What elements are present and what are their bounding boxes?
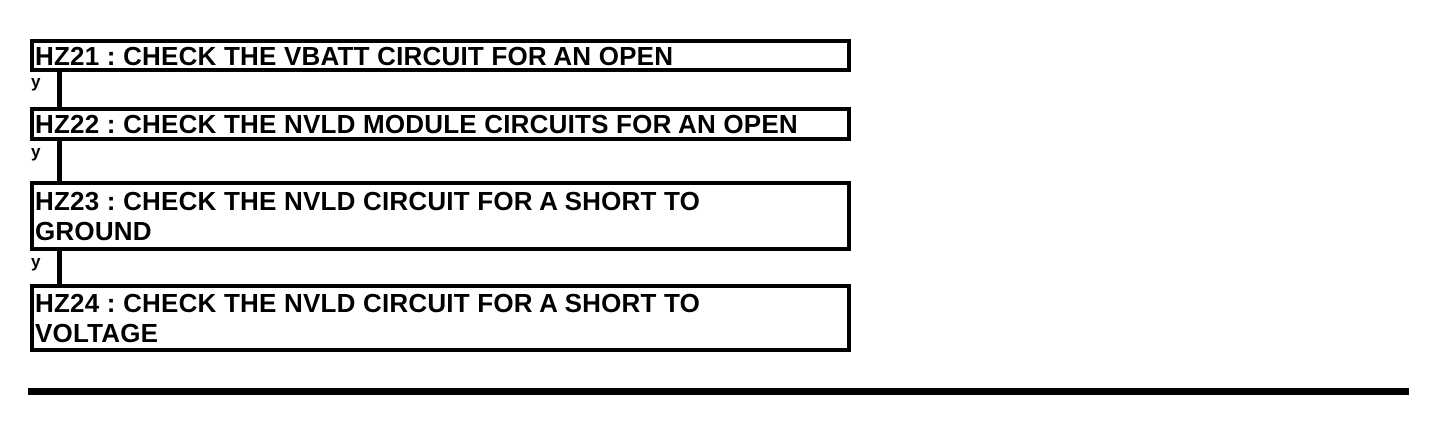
flow-node-hz24: HZ24 : CHECK THE NVLD CIRCUIT FOR A SHOR… bbox=[30, 284, 851, 352]
connector-label-y-2: y bbox=[31, 142, 41, 161]
connector-line-2 bbox=[57, 141, 62, 181]
flow-node-hz22-label: HZ22 : CHECK THE NVLD MODULE CIRCUITS FO… bbox=[35, 109, 798, 139]
flow-node-hz23-label-line2: GROUND bbox=[35, 216, 152, 246]
flow-node-hz23-label-line1: HZ23 : CHECK THE NVLD CIRCUIT FOR A SHOR… bbox=[35, 186, 701, 216]
bottom-divider bbox=[28, 388, 1409, 395]
flow-node-hz22: HZ22 : CHECK THE NVLD MODULE CIRCUITS FO… bbox=[30, 107, 851, 141]
flow-node-hz21: HZ21 : CHECK THE VBATT CIRCUIT FOR AN OP… bbox=[30, 39, 851, 72]
connector-label-y-3: y bbox=[31, 252, 41, 271]
flow-node-hz21-label: HZ21 : CHECK THE VBATT CIRCUIT FOR AN OP… bbox=[35, 40, 674, 71]
connector-line-3 bbox=[57, 251, 62, 284]
flow-node-hz24-label-line1: HZ24 : CHECK THE NVLD CIRCUIT FOR A SHOR… bbox=[35, 288, 701, 318]
flow-node-hz23: HZ23 : CHECK THE NVLD CIRCUIT FOR A SHOR… bbox=[30, 181, 851, 251]
connector-label-y-1: y bbox=[31, 72, 41, 91]
connector-line-1 bbox=[57, 72, 62, 107]
flow-node-hz24-label-line2: VOLTAGE bbox=[35, 318, 159, 348]
